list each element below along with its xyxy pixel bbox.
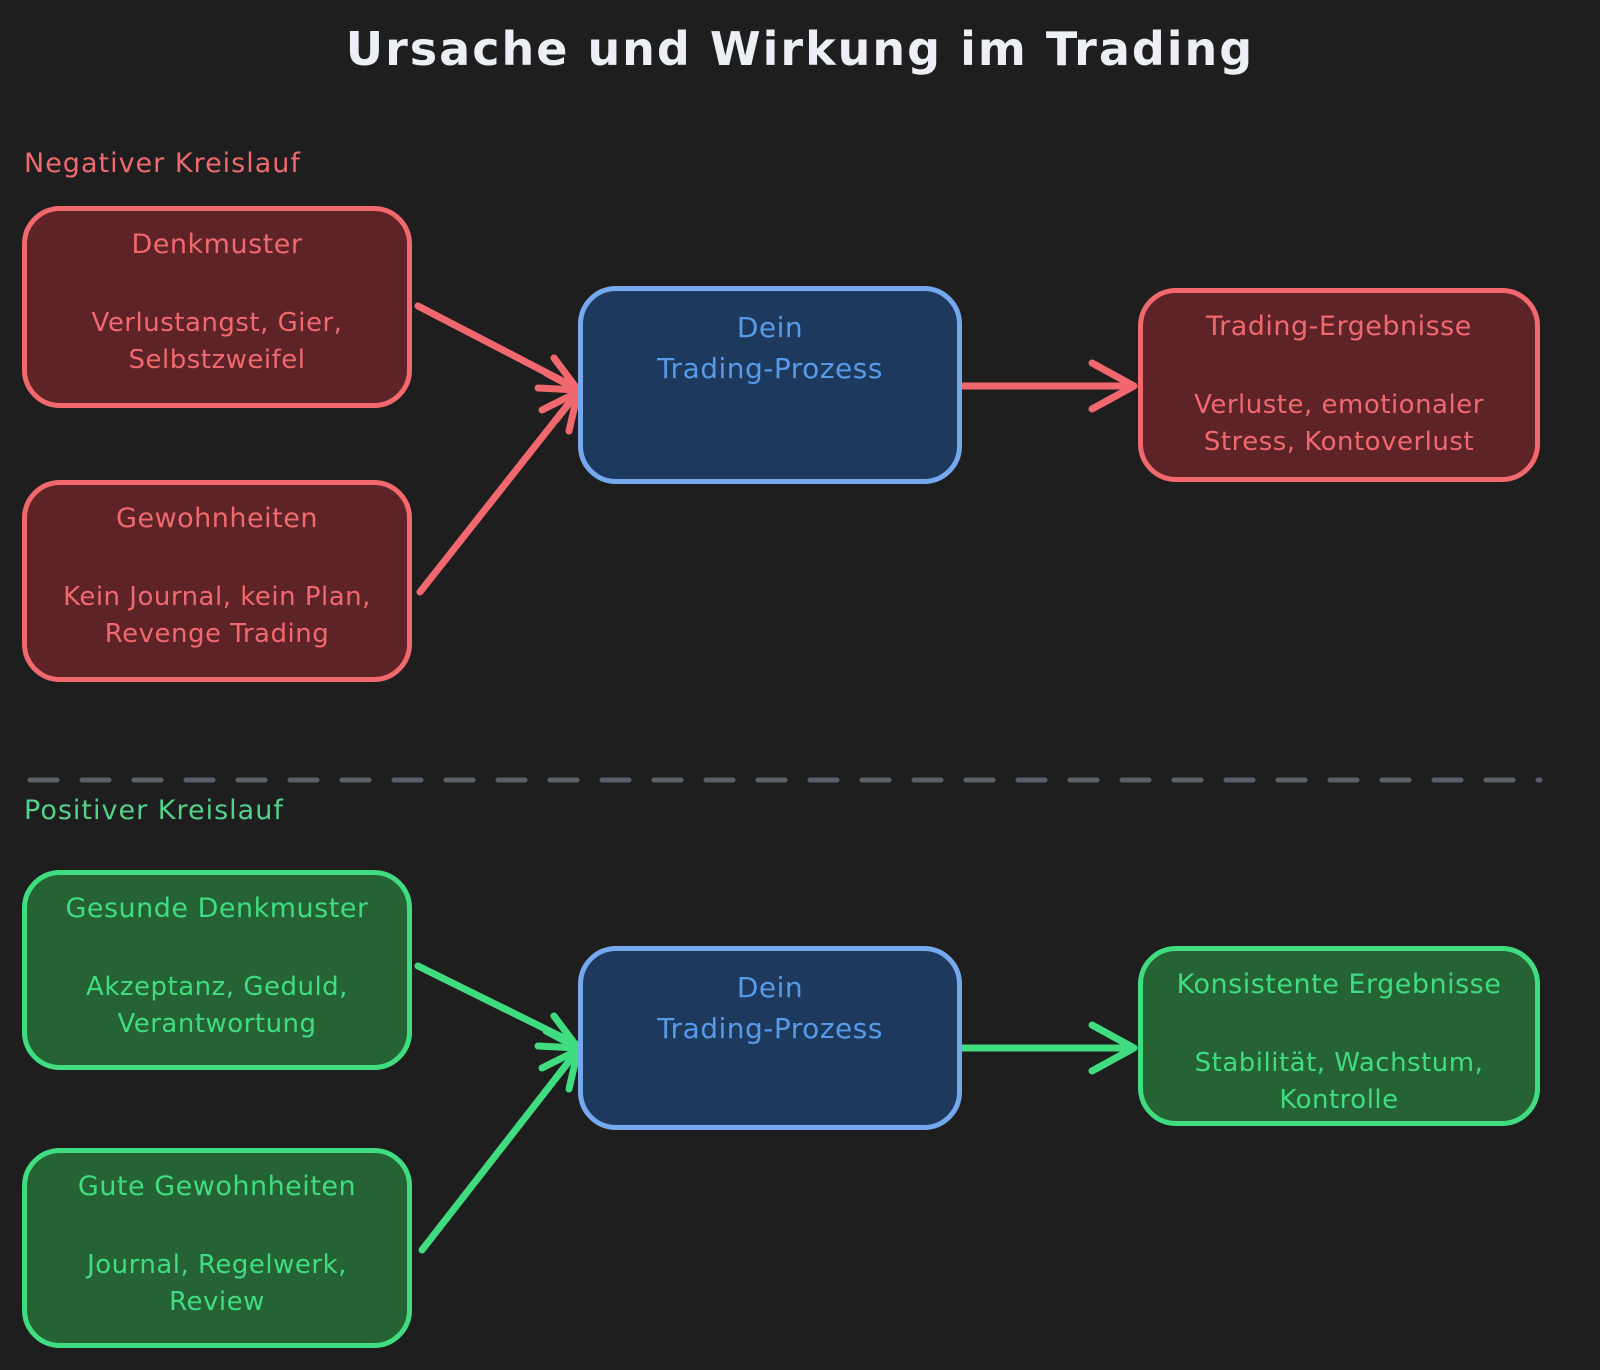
arrow-positive-denkmuster-to-process [414, 962, 582, 1052]
positive-denkmuster-box: Gesunde Denkmuster Akzeptanz, Geduld, Ve… [22, 870, 412, 1070]
positive-gewohnheiten-box: Gute Gewohnheiten Journal, Regelwerk, Re… [22, 1148, 412, 1348]
box-body: Akzeptanz, Geduld, Verantwortung [86, 972, 348, 1039]
box-title-line1: Dein [736, 311, 804, 344]
box-title: Gute Gewohnheiten [77, 1171, 357, 1202]
arrow-positive-gewohnheiten-to-process [418, 1046, 582, 1254]
box-body: Verluste, emotionaler Stress, Kontoverlu… [1194, 390, 1484, 457]
negative-trading-process-box: Dein Trading-Prozess [578, 286, 962, 484]
arrow-negative-gewohnheiten-to-process [416, 388, 582, 596]
diagram-title: Ursache und Wirkung im Trading [345, 22, 1255, 76]
box-body: Journal, Regelwerk, Review [87, 1250, 347, 1317]
box-body: Stabilität, Wachstum, Kontrolle [1194, 1048, 1484, 1115]
arrow-negative-denkmuster-to-process [414, 302, 582, 394]
positive-cycle-label: Positiver Kreislauf [24, 795, 284, 826]
negative-result-box: Trading-Ergebnisse Verluste, emotionaler… [1138, 288, 1540, 482]
negative-gewohnheiten-box: Gewohnheiten Kein Journal, kein Plan, Re… [22, 480, 412, 682]
arrow-process-to-positive-result [959, 1021, 1138, 1075]
box-body: Kein Journal, kein Plan, Revenge Trading [63, 582, 371, 649]
positive-trading-process-box: Dein Trading-Prozess [578, 946, 962, 1130]
box-title-line2: Trading-Prozess [657, 352, 883, 385]
positive-result-box: Konsistente Ergebnisse Stabilität, Wachs… [1138, 946, 1540, 1126]
box-title: Trading-Ergebnisse [1206, 311, 1472, 342]
box-title: Denkmuster [131, 229, 303, 260]
box-title: Gesunde Denkmuster [65, 893, 369, 924]
box-body: Verlustangst, Gier, Selbstzweifel [91, 308, 343, 375]
negative-denkmuster-box: Denkmuster Verlustangst, Gier, Selbstzwe… [22, 206, 412, 408]
box-title-line1: Dein [736, 971, 804, 1004]
arrow-process-to-negative-result [959, 359, 1138, 413]
box-title: Konsistente Ergebnisse [1176, 969, 1502, 1000]
negative-cycle-label: Negativer Kreislauf [24, 148, 301, 179]
box-title: Gewohnheiten [116, 503, 318, 534]
box-title-line2: Trading-Prozess [657, 1012, 883, 1045]
